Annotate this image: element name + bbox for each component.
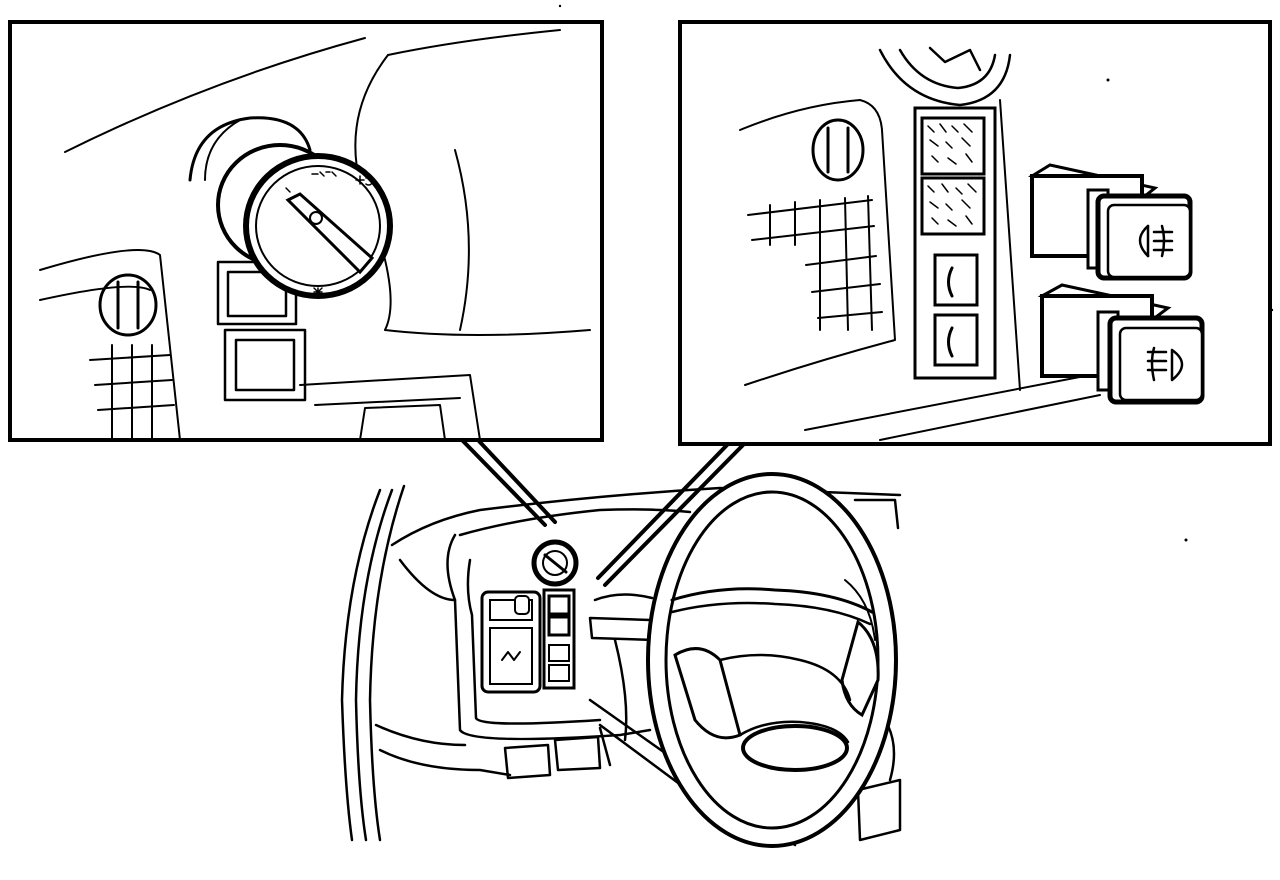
steering-column — [590, 594, 655, 740]
headlamp-switch-detail-panel — [10, 22, 602, 440]
dash-left-switch-panel — [482, 592, 540, 692]
vent-grid-left — [90, 345, 174, 440]
front-fog-lamp-switch — [1042, 285, 1202, 402]
door-pillar — [342, 486, 404, 840]
rear-fog-lamp-switch — [1032, 165, 1190, 278]
textured-switch-lower — [922, 178, 984, 234]
dash-contours-left — [40, 30, 590, 440]
steering-wheel — [648, 474, 896, 846]
pedals — [505, 728, 610, 778]
rear-fog-lamp-icon — [1140, 226, 1172, 256]
switch-column — [915, 108, 995, 378]
fog-lamp-switches-detail-panel — [680, 22, 1270, 444]
dash-contours-right — [740, 100, 1100, 440]
scan-specks — [558, 4, 1274, 542]
switch-pointer — [288, 194, 372, 272]
instrument-bezel — [880, 48, 1010, 105]
front-fog-lamp-icon — [1148, 348, 1182, 380]
dashboard-overview — [342, 474, 900, 846]
dash-knob-left — [100, 275, 156, 335]
rotary-light-switch — [190, 118, 390, 296]
switch-position-symbols — [286, 172, 373, 296]
overview-switch-column — [544, 590, 574, 688]
overview-rotary-switch — [534, 542, 576, 584]
vent-grid-right — [748, 196, 882, 330]
dash-knob-right — [813, 120, 863, 180]
